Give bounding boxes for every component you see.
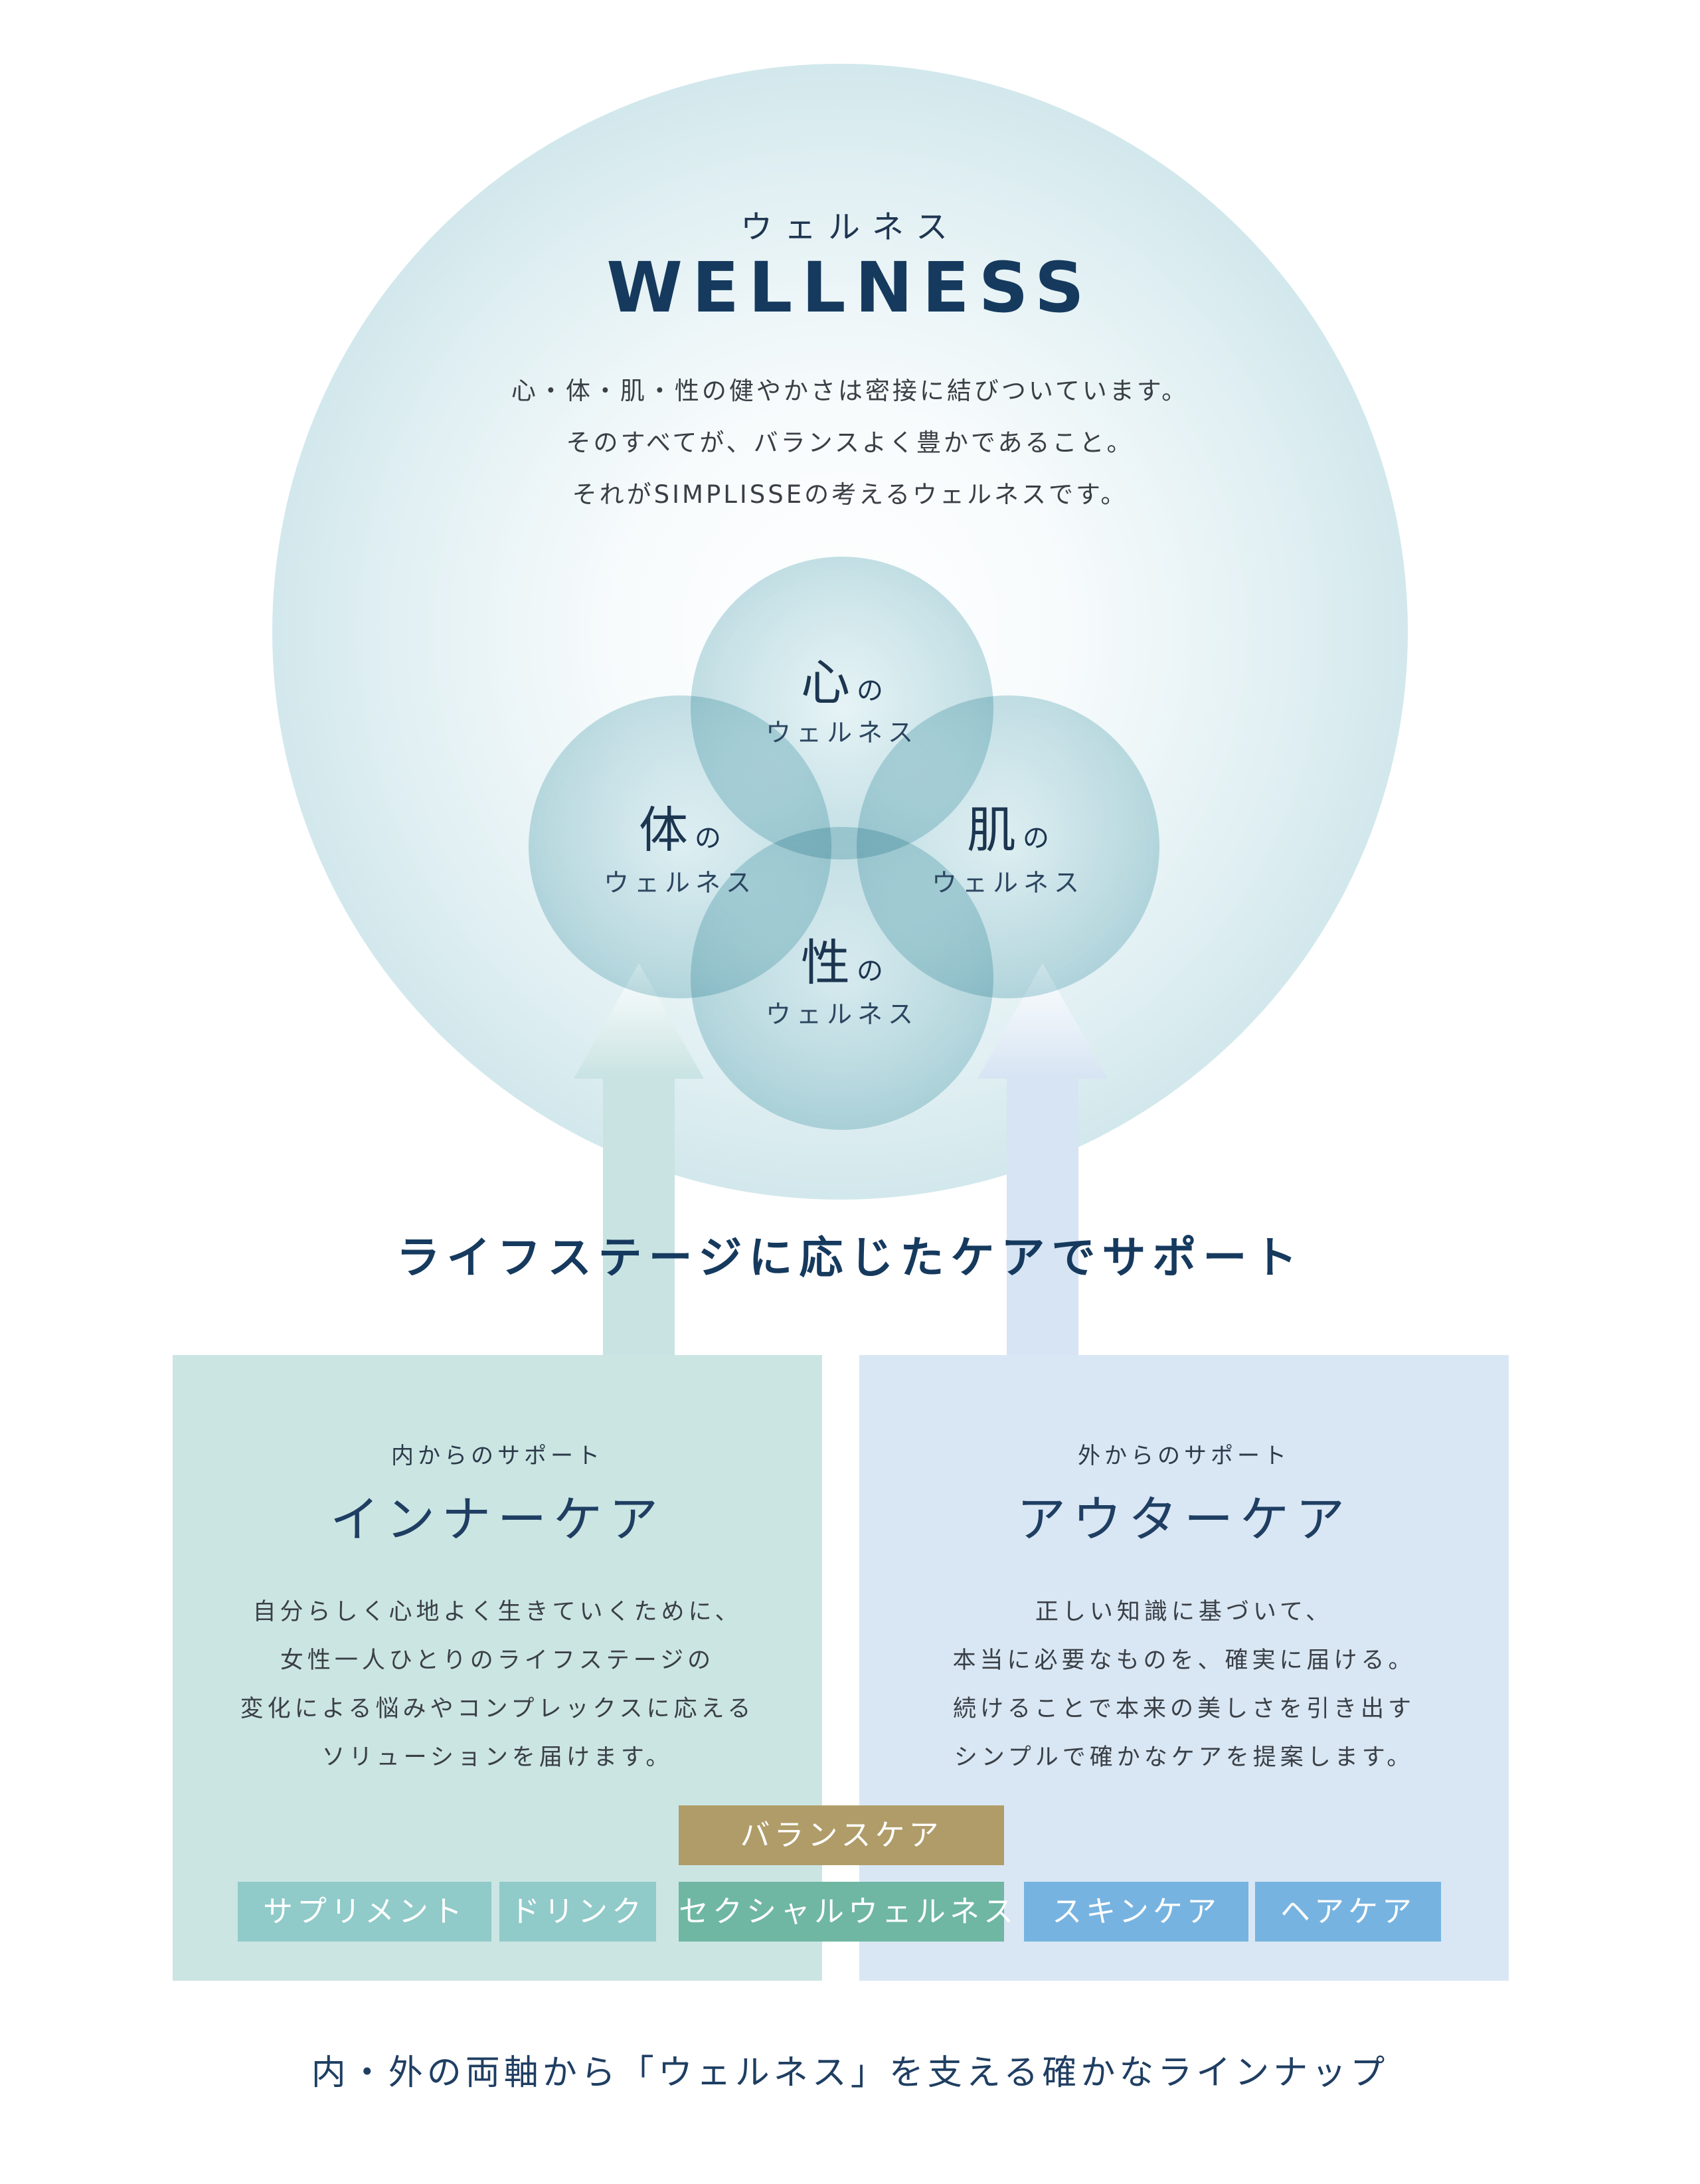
outer-care-body-3: 続けることで本来の美しさを引き出す (953, 1696, 1415, 1722)
inner-care-body-4: ソリューションを届けます。 (321, 1744, 673, 1771)
haircare-tag: ヘアケア (1255, 1882, 1441, 1942)
outer-care-body-1: 正しい知識に基づいて、 (1035, 1599, 1333, 1625)
outer-care-body-2: 本当に必要なものを、確実に届ける。 (952, 1647, 1416, 1674)
karada-heading: 体の (529, 790, 831, 862)
inner-care-panel (173, 1355, 822, 1981)
arrow-heads (574, 963, 1108, 1079)
inner-care-title: インナーケア (330, 1491, 665, 1548)
karada-label: ウェルネス (603, 868, 756, 897)
sei-kanji: 性 (801, 935, 850, 992)
kokoro-heading: 心の (691, 643, 993, 714)
outer-care-panel (859, 1355, 1509, 1981)
sei-label: ウェルネス (765, 1000, 918, 1029)
hada-no: の (1023, 823, 1049, 854)
hada-label: ウェルネス (931, 868, 1084, 897)
sei-no: の (857, 956, 883, 986)
inner-arrow-head (574, 963, 704, 1079)
outer-arrow-head (978, 963, 1108, 1079)
karada-kanji: 体 (639, 802, 688, 859)
kokoro-kanji: 心 (801, 654, 850, 711)
supplement-tag: サプリメント (238, 1882, 491, 1942)
kokoro-label: ウェルネス (765, 718, 918, 747)
sexual-wellness-tag: セクシャルウェルネス (679, 1882, 1013, 1942)
karada-no: の (695, 823, 721, 854)
intro-line-2: そのすべてが、バランスよく豊かであること。 (566, 428, 1134, 457)
outer-care-subtitle: 外からのサポート (1078, 1443, 1290, 1469)
balance-care-tag: バランスケア (679, 1805, 1004, 1865)
inner-care-subtitle: 内からのサポート (391, 1443, 604, 1469)
lineup-footer: 内・外の両軸から「ウェルネス」を支える確かなラインナップ (311, 2053, 1389, 2093)
inner-arrow-shaft (603, 1076, 675, 1355)
wellness-title: WELLNESS (606, 247, 1094, 328)
wellness-kana: ウェルネス (740, 209, 960, 246)
drink-tag: ドリンク (499, 1882, 656, 1942)
outer-arrow-shaft (1007, 1076, 1078, 1355)
intro-line-1: 心・体・肌・性の健やかさは密接に結びついています。 (511, 377, 1189, 405)
inner-care-body-2: 女性一人ひとりのライフステージの (280, 1647, 715, 1674)
skincare-tag: スキンケア (1024, 1882, 1248, 1942)
intro-line-3: それがSIMPLISSEの考えるウェルネスです。 (572, 480, 1128, 509)
hada-heading: 肌の (857, 790, 1159, 862)
hada-kanji: 肌 (967, 802, 1016, 859)
inner-care-body-3: 変化による悩みやコンプレックスに応える (240, 1696, 755, 1722)
outer-care-title: アウターケア (1017, 1491, 1351, 1548)
outer-care-body-4: シンプルで確かなケアを提案します。 (954, 1744, 1414, 1771)
sei-heading: 性の (691, 923, 993, 994)
support-heading: ライフステージに応じたケアでサポート (396, 1232, 1304, 1283)
circle-sei (691, 827, 993, 1130)
inner-care-body-1: 自分らしく心地よく生きていくために、 (252, 1599, 742, 1625)
kokoro-no: の (857, 676, 883, 706)
